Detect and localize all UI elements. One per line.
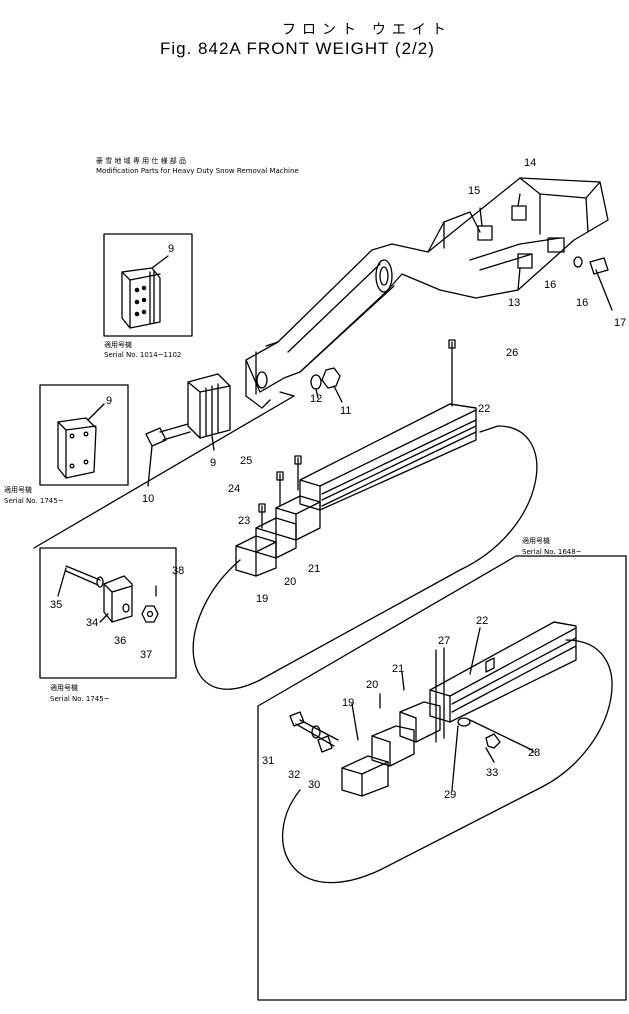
part-27-plate xyxy=(435,647,445,743)
part-30-plate xyxy=(317,735,333,753)
part-12-washer xyxy=(310,374,322,390)
part-22-weight-lower xyxy=(429,621,577,723)
callout: 36 xyxy=(114,635,126,647)
inset-box-serial-1745-b xyxy=(39,547,177,679)
serial-range-1: Serial No. 1014~1102 xyxy=(104,351,182,359)
callout: 16 xyxy=(576,297,588,309)
callout: 32 xyxy=(288,769,300,781)
callout: 13 xyxy=(508,297,520,309)
part-19-weight-upper xyxy=(235,535,277,577)
callout: 9 xyxy=(168,243,174,255)
serial-label-jp-1: 適用号機 xyxy=(104,341,132,349)
callout: 21 xyxy=(392,663,404,675)
callout: 33 xyxy=(486,767,498,779)
callout: 23 xyxy=(238,515,250,527)
part-13-bracket xyxy=(517,253,533,291)
callout: 12 xyxy=(310,393,322,405)
callout-labels: 9 9 9 10 11 12 13 14 15 16 16 17 19 19 2… xyxy=(50,157,626,801)
part-37-nut xyxy=(141,605,159,623)
page-title-jp: フロント ウエイト xyxy=(282,21,452,37)
part-9-block-main xyxy=(187,373,231,451)
part-21-weight-upper xyxy=(275,495,321,541)
part-22-weight-upper xyxy=(299,403,477,511)
callout: 16 xyxy=(544,279,556,291)
part-10-bolt xyxy=(145,423,191,487)
part-16-bracket xyxy=(547,237,565,253)
callout: 35 xyxy=(50,599,62,611)
callout: 11 xyxy=(340,405,351,417)
part-15-bracket xyxy=(477,207,493,241)
part-36-washer xyxy=(122,603,130,613)
inset-box-serial-1014 xyxy=(103,233,193,337)
part-20-weight-lower xyxy=(371,725,415,767)
callout: 37 xyxy=(140,649,152,661)
callout: 15 xyxy=(468,185,480,197)
callout: 24 xyxy=(228,483,240,495)
track-lower xyxy=(282,639,613,884)
front-frame-arm xyxy=(245,177,609,409)
part-14-bracket xyxy=(511,193,527,221)
callout: 29 xyxy=(444,789,456,801)
part-34-plate xyxy=(99,575,133,623)
inset-box-serial-1648 xyxy=(257,555,627,1001)
serial-label-jp-4: 適用号機 xyxy=(522,537,550,545)
part-29-bolt xyxy=(451,717,471,791)
callout: 19 xyxy=(256,593,268,605)
part-21-weight-lower xyxy=(399,701,441,743)
serial-range-4: Serial No. 1648~ xyxy=(522,548,582,556)
part-11-nut xyxy=(321,367,343,403)
part-9-plate xyxy=(57,403,105,479)
track-upper xyxy=(192,425,538,690)
callout: 26 xyxy=(506,347,518,359)
part-19-weight-lower xyxy=(341,755,389,797)
callout: 30 xyxy=(308,779,320,791)
callout: 25 xyxy=(240,455,252,467)
callout: 22 xyxy=(478,403,490,415)
callout: 31 xyxy=(262,755,274,767)
page-title: Fig. 842A FRONT WEIGHT (2/2) xyxy=(160,39,435,58)
part-16-washer xyxy=(573,256,583,268)
callout: 38 xyxy=(172,565,184,577)
callout: 19 xyxy=(342,697,354,709)
callout: 9 xyxy=(106,395,112,407)
serial-label-jp-3: 適用号機 xyxy=(50,684,78,692)
part-28-fitting xyxy=(469,719,533,751)
part-33-bolt xyxy=(485,733,501,749)
serial-range-3: Serial No. 1745~ xyxy=(50,695,110,703)
part-9-block-a xyxy=(121,255,169,329)
serial-range-2: Serial No. 1745~ xyxy=(4,497,64,505)
mod-note-jp: 豪 雪 地 域 専 用 仕 様 部 品 xyxy=(96,157,187,165)
callout: 9 xyxy=(210,457,216,469)
callout: 22 xyxy=(476,615,488,627)
callout: 20 xyxy=(366,679,378,691)
mod-note-en: Modification Parts for Heavy Duty Snow R… xyxy=(96,167,299,175)
callout: 17 xyxy=(614,317,626,329)
part-31-bolt xyxy=(289,711,339,747)
part-35-bolt xyxy=(57,565,104,597)
callout: 27 xyxy=(438,635,450,647)
callout: 20 xyxy=(284,576,296,588)
callout: 28 xyxy=(528,747,540,759)
callout: 21 xyxy=(308,563,320,575)
inset-box-serial-1745-a xyxy=(39,384,129,486)
serial-label-jp-2: 適用号機 xyxy=(4,486,32,494)
callout: 14 xyxy=(524,157,536,169)
callout: 10 xyxy=(142,493,154,505)
callout: 34 xyxy=(86,617,98,629)
part-17-bolt xyxy=(589,257,613,311)
part-32-washer xyxy=(311,725,321,739)
